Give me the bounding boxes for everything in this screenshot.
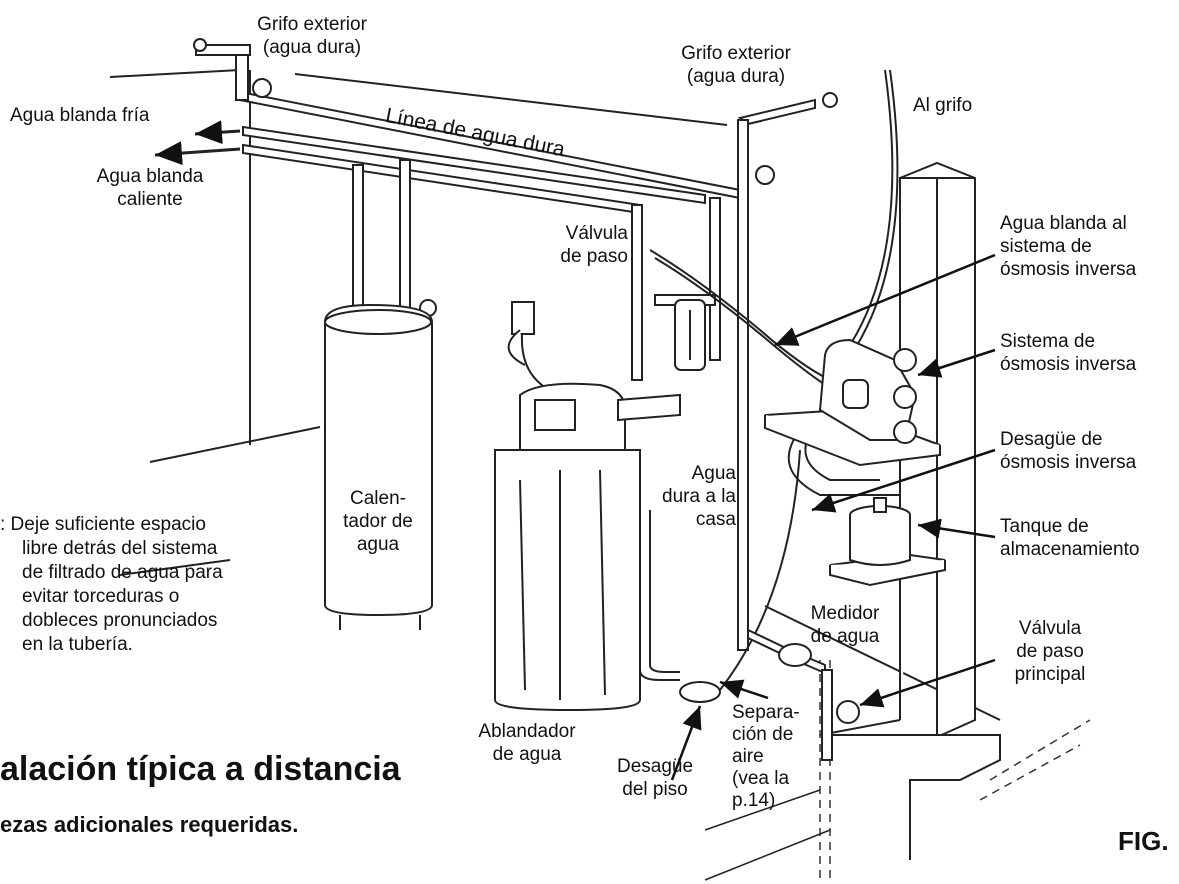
fig-label: FIG. xyxy=(1118,826,1169,856)
water-softener xyxy=(494,382,681,712)
page-title: alación típica a distancia xyxy=(0,750,401,788)
soft-water-lines xyxy=(242,125,721,381)
wall-block xyxy=(819,161,1001,860)
grifo-exterior-label-1: Grifo exterior(agua dura) xyxy=(257,14,367,58)
page-subtitle: ezas adicionales requeridas. xyxy=(0,812,299,837)
filter-housing xyxy=(654,294,716,371)
floor-drain xyxy=(679,681,721,703)
agua-blanda-fria-label: Agua blanda fría xyxy=(10,105,150,126)
outlet xyxy=(507,301,561,396)
hard-water-line xyxy=(193,38,838,651)
floor-dashed xyxy=(819,660,1091,884)
floor-lines xyxy=(704,789,831,881)
al-grifo-label: Al grifo xyxy=(913,95,973,116)
water-meter xyxy=(747,628,860,761)
ro-shelf xyxy=(764,408,941,467)
water-heater xyxy=(324,303,433,630)
softener-drain xyxy=(639,510,680,681)
grifo-exterior-label-2: Grifo exterior(agua dura) xyxy=(681,43,791,87)
ro-unit xyxy=(818,338,917,444)
pointer-arrows xyxy=(670,253,996,781)
note-text: : Deje suficiente espacio libre detrás d… xyxy=(0,514,223,655)
flow-arrows xyxy=(154,120,241,166)
storage-tank xyxy=(829,497,946,587)
